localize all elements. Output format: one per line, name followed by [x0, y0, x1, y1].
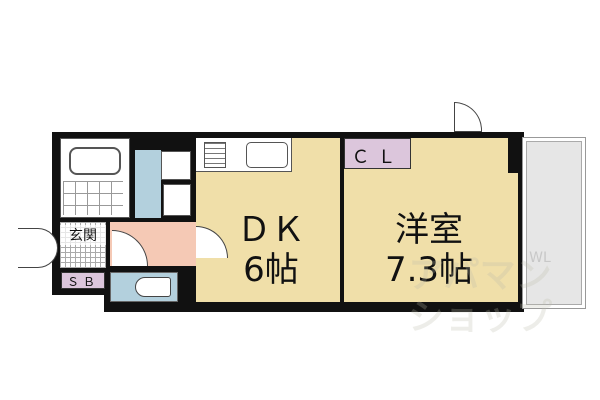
toilet-room [110, 272, 178, 302]
bathroom [60, 138, 130, 218]
dining-kitchen: ＤＫ 6帖 [196, 138, 340, 302]
wall-cutout-bottom-left [40, 293, 104, 323]
toilet-icon [135, 277, 171, 297]
western-room: ＣＬ 洋室 7.3帖 [344, 138, 518, 302]
vanity-icon [163, 184, 191, 216]
sink-icon [246, 142, 288, 168]
pillar [508, 133, 522, 173]
balcony-wl-label: WL [529, 250, 551, 266]
dk-size: 6帖 [243, 250, 299, 290]
wall-sb-bottom [52, 289, 110, 295]
bath-floor-tile [63, 181, 123, 215]
stove-icon [204, 142, 226, 168]
washroom [135, 150, 161, 218]
shoebox: ＳＢ [61, 272, 105, 289]
kitchen-counter [196, 138, 292, 172]
entrance-label: 玄関 [60, 225, 106, 245]
western-room-name: 洋室 [395, 210, 463, 250]
entrance-door-swing[interactable] [18, 228, 58, 268]
balcony [522, 137, 586, 309]
closet[interactable]: ＣＬ [344, 138, 411, 169]
entrance: 玄関 [60, 222, 106, 268]
shoebox-label: ＳＢ [66, 275, 99, 289]
watermark-logo: アパマンショップ [407, 255, 552, 338]
western-room-size: 7.3帖 [384, 250, 474, 290]
balcony-door[interactable] [454, 102, 482, 132]
closet-label: ＣＬ [351, 147, 404, 168]
washing-machine-icon [161, 151, 191, 180]
bathtub-icon [69, 147, 121, 175]
dk-name: ＤＫ [237, 210, 305, 250]
